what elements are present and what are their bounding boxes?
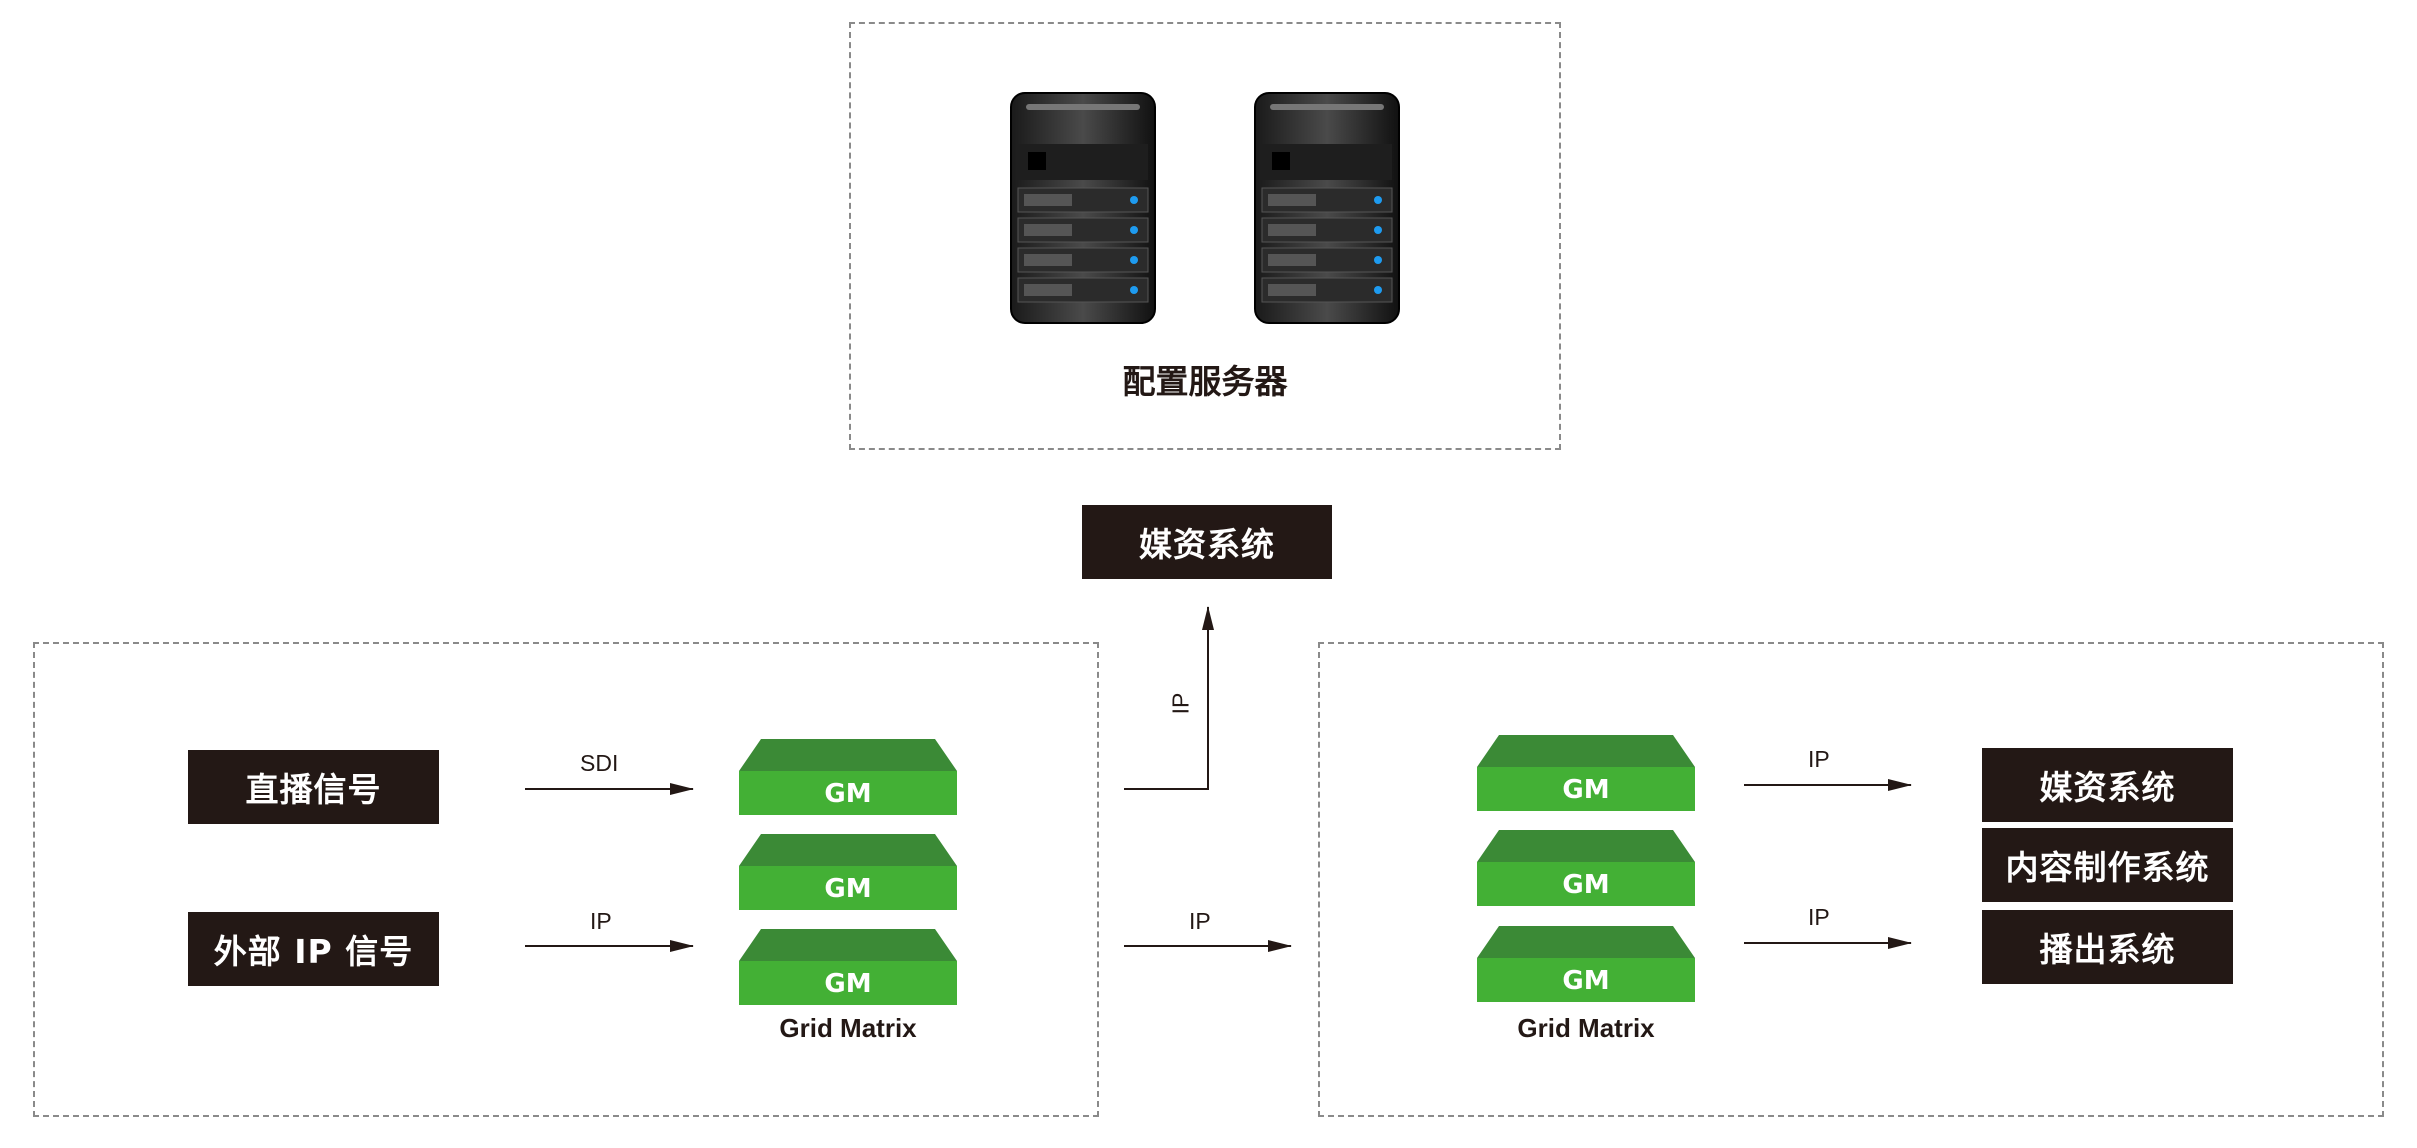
ip-label-center: IP [1189,908,1211,934]
external-ip-signal-box: 外部 IP 信号 [188,912,439,986]
gm-unit: GM [739,929,957,1005]
left-panel [33,642,1099,1117]
media-asset-target-box: 媒资系统 [1982,748,2233,822]
gm-unit: GM [739,834,957,910]
server-icon [1010,92,1156,328]
gm-label: GM [824,874,872,904]
ip-label-right-bottom: IP [1808,904,1830,930]
ip-label-up: IP [1167,692,1194,715]
content-production-box: 内容制作系统 [1982,828,2233,902]
playout-system-box: 播出系统 [1982,910,2233,984]
gm-unit: GM [739,739,957,815]
gm-label: GM [1562,775,1610,805]
right-panel [1318,642,2384,1117]
sdi-label: SDI [580,750,619,776]
config-server-panel [849,22,1561,450]
gm-unit: GM [1477,830,1695,906]
gm-label: GM [824,779,872,809]
gm-unit: GM [1477,926,1695,1002]
gm-label: GM [1562,870,1610,900]
gm-label: GM [1562,966,1610,996]
ip-label-left: IP [590,908,612,934]
grid-matrix-caption-left: Grid Matrix [779,1013,917,1043]
grid-matrix-caption-right: Grid Matrix [1517,1013,1655,1043]
config-server-caption: 配置服务器 [1122,362,1288,401]
live-signal-box: 直播信号 [188,750,439,824]
ip-label-right-top: IP [1808,746,1830,772]
media-asset-system-box: 媒资系统 [1082,505,1332,579]
gm-label: GM [824,969,872,999]
server-icon [1254,92,1400,328]
ip-arrow-up [1124,606,1214,790]
gm-unit: GM [1477,735,1695,811]
